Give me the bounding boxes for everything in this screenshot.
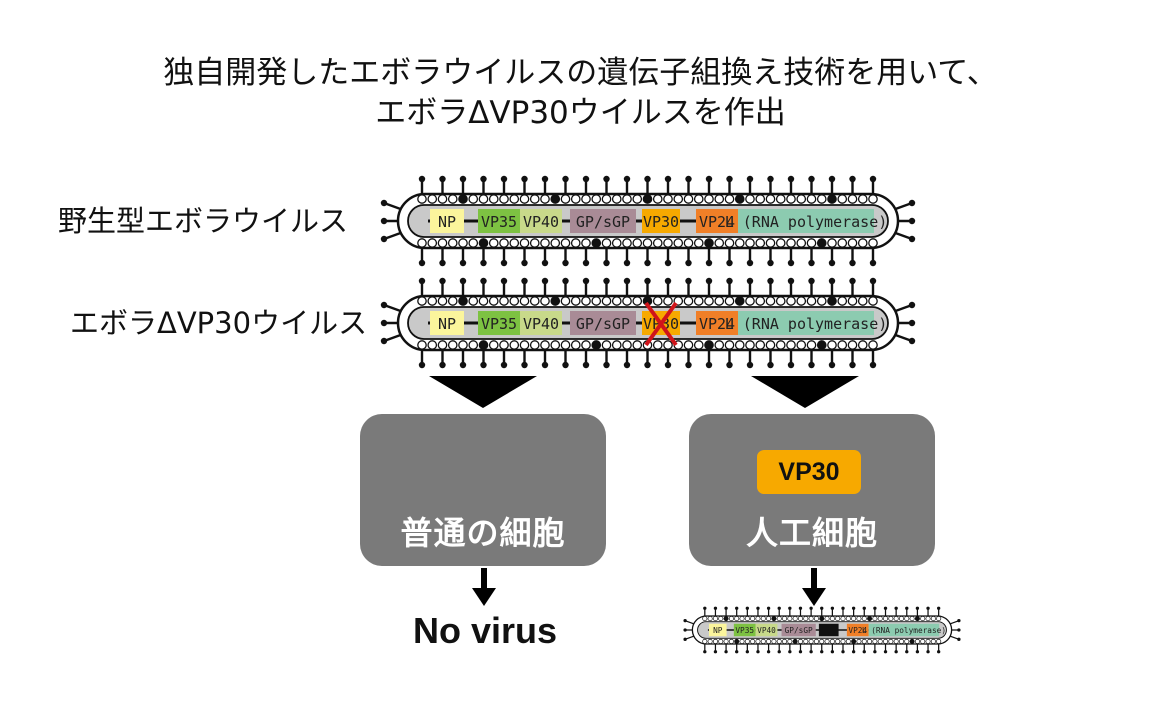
gene-vp40: VP40 bbox=[520, 311, 562, 335]
gene-vp24: VP24 bbox=[846, 623, 869, 637]
artificial-cell-box: VP30 人工細胞 bbox=[689, 414, 935, 566]
gene-label: VP24 bbox=[699, 213, 735, 231]
gene-label: VP24 bbox=[848, 626, 867, 635]
gene-label: GP/sGP bbox=[576, 315, 630, 333]
gene-vp35: VP35 bbox=[478, 311, 520, 335]
normal-cell-label: 普通の細胞 bbox=[400, 514, 566, 552]
gene-np: NP bbox=[430, 209, 464, 233]
virus-spikes bbox=[380, 175, 916, 267]
gene-np: NP bbox=[430, 311, 464, 335]
small-arrow-right bbox=[802, 568, 826, 606]
gene-vp35: VP35 bbox=[733, 623, 756, 637]
virus-membrane bbox=[417, 194, 878, 248]
gene-label: L (RNA polymerase) bbox=[725, 315, 888, 333]
mutant-label: エボラΔVP30ウイルス bbox=[70, 306, 368, 340]
vp30-badge: VP30 bbox=[757, 450, 861, 494]
arrow-down-right bbox=[751, 376, 859, 408]
virus-spikes bbox=[380, 277, 916, 369]
gene-label: NP bbox=[438, 213, 456, 231]
gene-label: VP35 bbox=[735, 626, 754, 635]
gene-vp35: VP35 bbox=[478, 209, 520, 233]
gene-vp40: VP40 bbox=[520, 209, 562, 233]
small-arrow-left bbox=[472, 568, 496, 606]
gene-label: VP40 bbox=[757, 626, 776, 635]
arrow-down-left bbox=[429, 376, 537, 408]
gene-label: VP24 bbox=[699, 315, 735, 333]
gene-gp-sgp: GP/sGP bbox=[570, 311, 636, 335]
gene-vp40: VP40 bbox=[755, 623, 778, 637]
gene-label: L (RNA polymerase) bbox=[862, 626, 946, 635]
gene-label: VP40 bbox=[523, 213, 559, 231]
gene-label: VP30 bbox=[643, 213, 679, 231]
gene-l: L (RNA polymerase) bbox=[725, 311, 888, 335]
gene-label: VP35 bbox=[481, 315, 517, 333]
wild-type-label: 野生型エボラウイルス bbox=[58, 204, 349, 238]
title-line-1: 独自開発したエボラウイルスの遺伝子組換え技術を用いて、 bbox=[163, 55, 998, 91]
gene-label: L (RNA polymerase) bbox=[725, 213, 888, 231]
gene-vp30 bbox=[818, 623, 839, 637]
virus-membrane bbox=[702, 616, 942, 644]
gene-label: NP bbox=[438, 315, 456, 333]
virus-spikes bbox=[683, 606, 961, 654]
gene-l: L (RNA polymerase) bbox=[862, 623, 946, 637]
gene-np: NP bbox=[708, 623, 727, 637]
normal-cell-box: 普通の細胞 bbox=[360, 414, 606, 566]
virus-membrane bbox=[417, 296, 878, 350]
gene-label: NP bbox=[713, 626, 723, 635]
gene-l: L (RNA polymerase) bbox=[725, 209, 888, 233]
gene-label: GP/sGP bbox=[576, 213, 630, 231]
gene-label: GP/sGP bbox=[785, 626, 813, 635]
gene-vp24: VP24 bbox=[696, 311, 738, 335]
gene-label: VP40 bbox=[523, 315, 559, 333]
gene-gp-sgp: GP/sGP bbox=[781, 623, 816, 637]
gene-vp24: VP24 bbox=[696, 209, 738, 233]
no-virus-text: No virus bbox=[413, 610, 558, 651]
gene-gp-sgp: GP/sGP bbox=[570, 209, 636, 233]
gene-label: VP35 bbox=[481, 213, 517, 231]
gene-vp30: VP30 bbox=[642, 209, 680, 233]
artificial-cell-label: 人工細胞 bbox=[745, 514, 878, 552]
title-line-2: エボラΔVP30ウイルスを作出 bbox=[375, 95, 786, 131]
